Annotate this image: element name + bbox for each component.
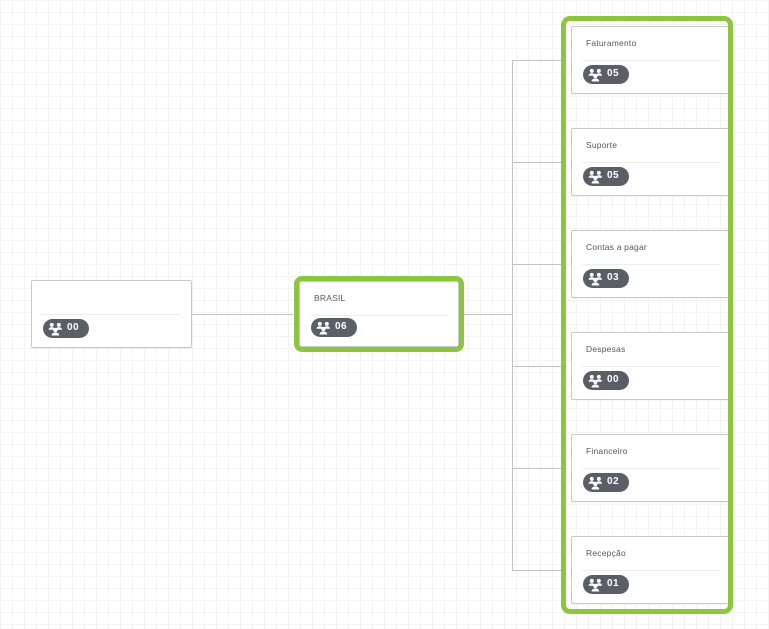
org-node-suporte[interactable]: Suporte 05 bbox=[571, 128, 731, 196]
users-group-icon bbox=[316, 321, 331, 334]
org-node-suporte-title: Suporte bbox=[586, 140, 618, 150]
org-node-faturamento-count: 05 bbox=[607, 68, 619, 79]
users-group-icon bbox=[588, 170, 603, 183]
selection-outline-children-group bbox=[561, 16, 733, 614]
org-node-despesas-count-pill[interactable]: 00 bbox=[583, 371, 629, 390]
org-node-despesas-count: 00 bbox=[607, 374, 619, 385]
connector-brasil-to-trunk bbox=[464, 314, 513, 315]
org-node-faturamento[interactable]: Faturamento 05 bbox=[571, 26, 731, 94]
users-group-icon bbox=[48, 322, 63, 335]
users-group-icon bbox=[588, 374, 603, 387]
org-node-financeiro-title: Financeiro bbox=[586, 446, 628, 456]
org-node-contas-a-pagar[interactable]: Contas a pagar 03 bbox=[571, 230, 731, 298]
node-divider bbox=[582, 162, 720, 163]
org-node-suporte-count: 05 bbox=[607, 170, 619, 181]
org-node-root-count: 00 bbox=[67, 322, 79, 333]
connector-trunk-vertical bbox=[512, 60, 513, 571]
connector-branch-child-2 bbox=[512, 162, 564, 163]
users-group-icon bbox=[588, 476, 603, 489]
org-node-contas-a-pagar-count: 03 bbox=[607, 272, 619, 283]
org-node-financeiro-count: 02 bbox=[607, 476, 619, 487]
org-node-faturamento-title: Faturamento bbox=[586, 38, 637, 48]
org-node-recepcao-count: 01 bbox=[607, 578, 619, 589]
node-divider bbox=[582, 366, 720, 367]
org-node-despesas[interactable]: Despesas 00 bbox=[571, 332, 731, 400]
org-node-brasil-count: 06 bbox=[335, 321, 347, 332]
org-node-recepcao[interactable]: Recepção 01 bbox=[571, 536, 731, 604]
org-node-root[interactable]: 00 bbox=[31, 280, 192, 348]
org-node-recepcao-count-pill[interactable]: 01 bbox=[583, 575, 629, 594]
users-group-icon bbox=[588, 272, 603, 285]
org-node-brasil[interactable]: BRASIL 06 bbox=[299, 281, 459, 347]
users-group-icon bbox=[588, 68, 603, 81]
org-node-brasil-count-pill[interactable]: 06 bbox=[311, 318, 357, 337]
node-divider bbox=[42, 314, 181, 315]
connector-root-to-brasil bbox=[192, 314, 293, 315]
org-node-faturamento-count-pill[interactable]: 05 bbox=[583, 65, 629, 84]
node-divider bbox=[310, 315, 448, 316]
node-divider bbox=[582, 570, 720, 571]
org-node-financeiro[interactable]: Financeiro 02 bbox=[571, 434, 731, 502]
connector-branch-child-1 bbox=[512, 60, 564, 61]
org-node-contas-a-pagar-title: Contas a pagar bbox=[586, 242, 647, 252]
org-node-root-count-pill[interactable]: 00 bbox=[43, 319, 89, 338]
org-node-recepcao-title: Recepção bbox=[586, 548, 626, 558]
node-divider bbox=[582, 264, 720, 265]
connector-branch-child-3 bbox=[512, 264, 564, 265]
connector-branch-child-4 bbox=[512, 366, 564, 367]
users-group-icon bbox=[588, 578, 603, 591]
connector-branch-child-6 bbox=[512, 570, 564, 571]
node-divider bbox=[582, 60, 720, 61]
org-node-brasil-title: BRASIL bbox=[314, 293, 346, 303]
connector-branch-child-5 bbox=[512, 468, 564, 469]
node-divider bbox=[582, 468, 720, 469]
org-node-contas-a-pagar-count-pill[interactable]: 03 bbox=[583, 269, 629, 288]
org-node-suporte-count-pill[interactable]: 05 bbox=[583, 167, 629, 186]
org-node-despesas-title: Despesas bbox=[586, 344, 626, 354]
org-node-financeiro-count-pill[interactable]: 02 bbox=[583, 473, 629, 492]
